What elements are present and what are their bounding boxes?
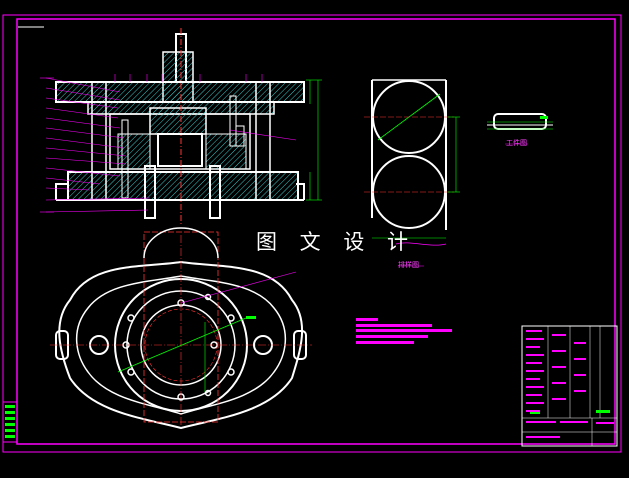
strip-layout bbox=[364, 79, 460, 246]
part-view-label: 工件图 bbox=[506, 139, 527, 147]
strip-layout-label: 排样图 bbox=[398, 261, 419, 269]
binding-strip bbox=[2, 401, 18, 443]
top-view bbox=[50, 227, 312, 430]
section-view bbox=[40, 28, 322, 225]
technical-notes bbox=[356, 318, 452, 344]
drawing-frame bbox=[2, 14, 622, 453]
title-block bbox=[521, 325, 618, 447]
watermark-text: 图 文 设 计 bbox=[256, 230, 417, 254]
part-view bbox=[487, 113, 553, 130]
